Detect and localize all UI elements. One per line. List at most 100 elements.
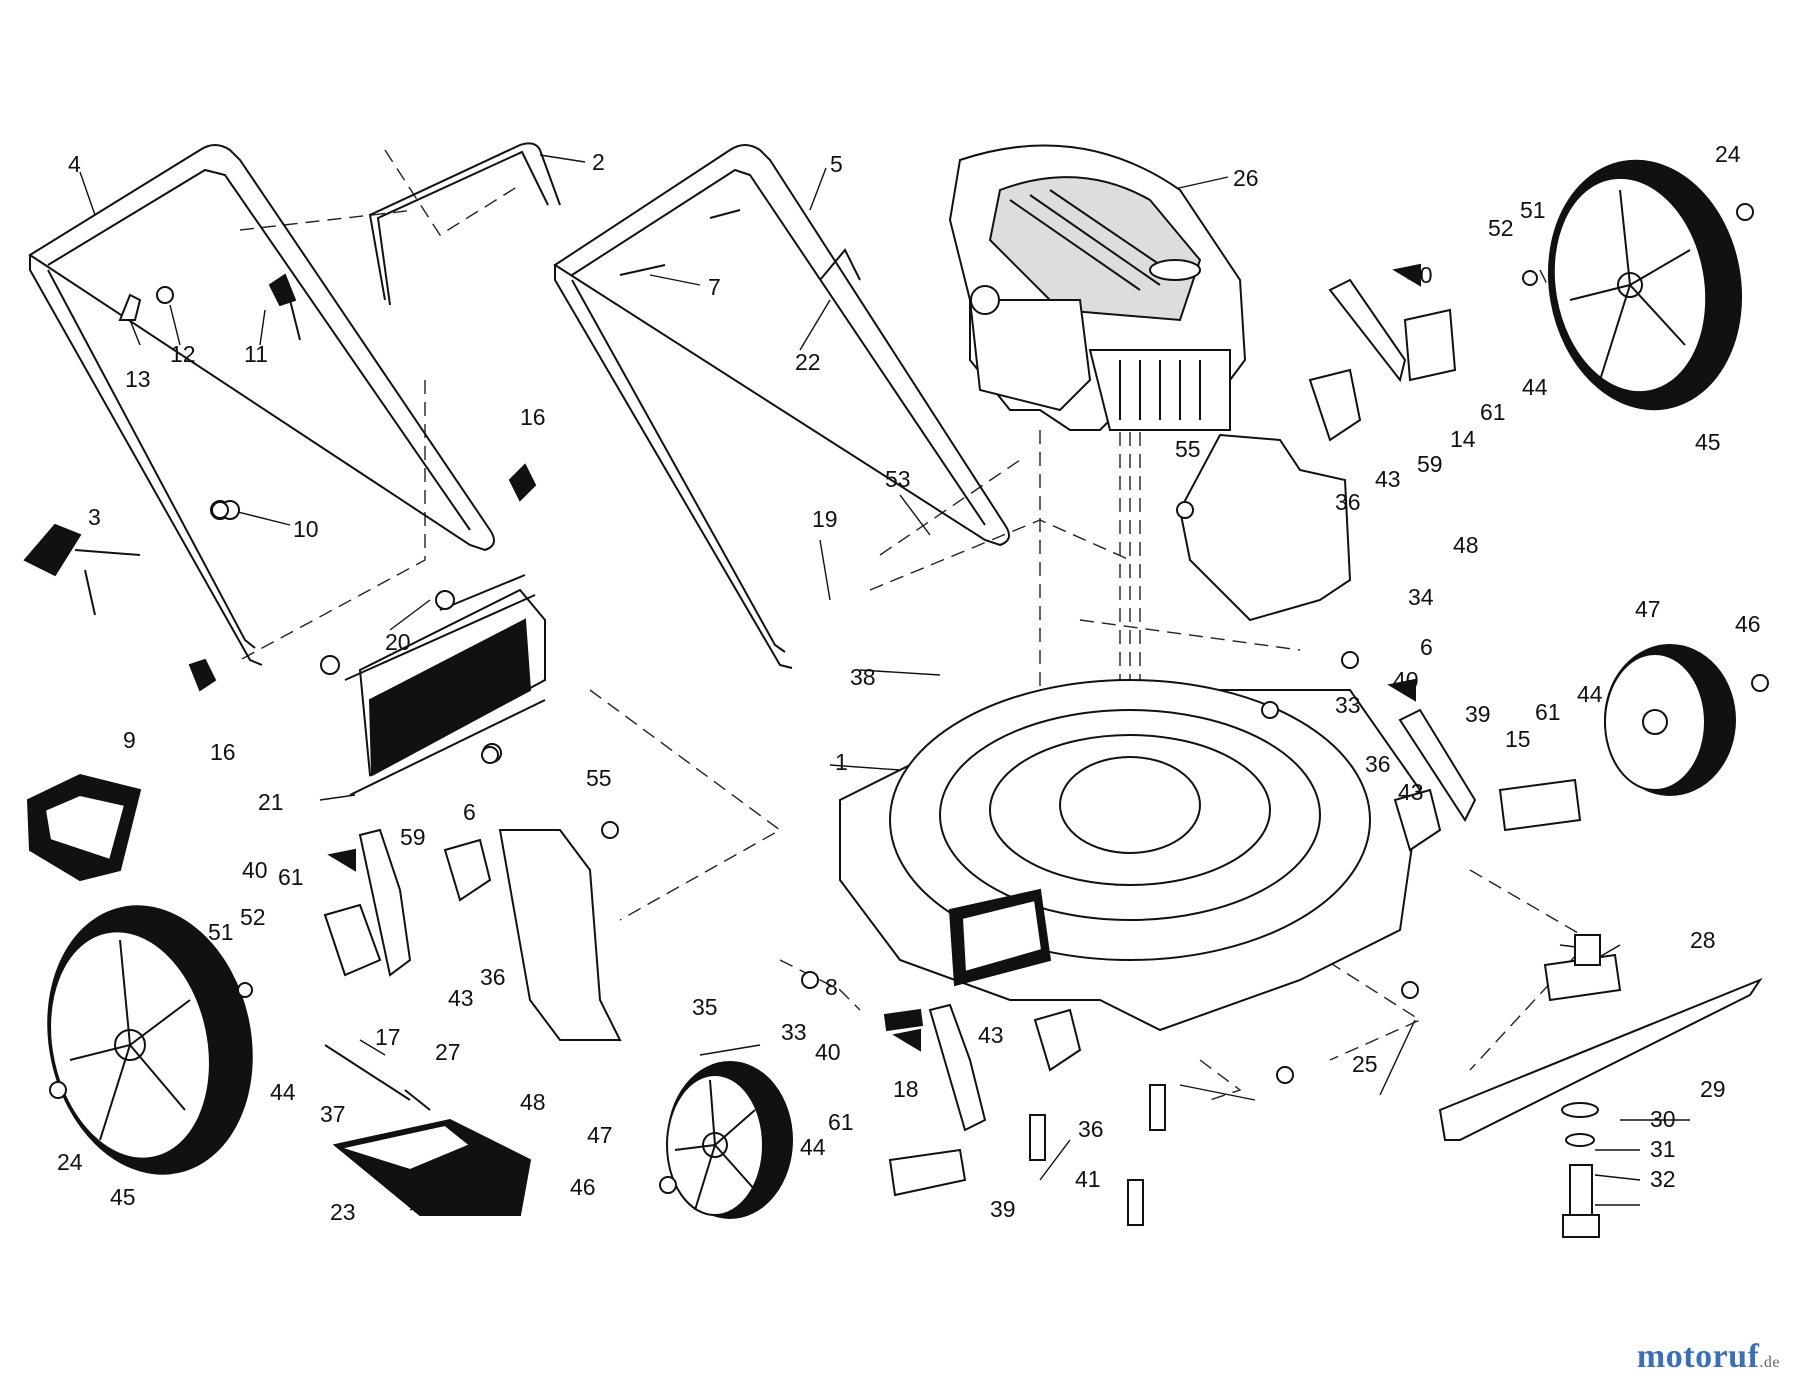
- part-label: 27: [435, 1039, 461, 1065]
- rear-wheel-left: [47, 905, 253, 1175]
- part-label: 28: [1690, 927, 1716, 953]
- part-label: 33: [1335, 692, 1361, 718]
- part-label: 46: [570, 1174, 596, 1200]
- height-adjusters: [323, 278, 1582, 1197]
- part-label: 33: [781, 1019, 807, 1045]
- part-label: 44: [800, 1134, 826, 1160]
- part-label: 24: [1715, 141, 1741, 167]
- part-label: 55: [586, 765, 612, 791]
- part-label: 48: [1453, 532, 1479, 558]
- part-label: 7: [708, 274, 721, 300]
- part-label: 11: [244, 341, 268, 367]
- part-label: 32: [1650, 1166, 1676, 1192]
- part-label: 47: [587, 1122, 613, 1148]
- front-wheel-right: [1604, 644, 1736, 796]
- mower-deck: [839, 679, 1422, 1032]
- watermark-brand: motoruf: [1636, 1338, 1760, 1375]
- small-hardware: [118, 209, 861, 520]
- part-label: 37: [320, 1101, 346, 1127]
- part-label: 36: [480, 964, 506, 990]
- part-label: 61: [1535, 699, 1561, 725]
- part-label: 15: [1505, 726, 1531, 752]
- handle-cover: [26, 773, 142, 882]
- part-label: 16: [210, 739, 236, 765]
- part-label: 23: [330, 1199, 356, 1225]
- part-label: 20: [385, 629, 411, 655]
- control-bail: [368, 142, 561, 306]
- part-label: 14: [1450, 426, 1476, 452]
- part-label: 43: [448, 985, 474, 1011]
- part-label: 45: [110, 1184, 136, 1210]
- knob-16: [188, 463, 537, 692]
- part-label: 38: [850, 664, 876, 690]
- front-wheel-center: [666, 1061, 793, 1219]
- part-label: 47: [1635, 596, 1661, 622]
- part-label: 43: [1375, 466, 1401, 492]
- part-label: 40: [1407, 262, 1433, 288]
- part-label: 59: [1417, 451, 1443, 477]
- part-label: 16: [520, 404, 546, 430]
- part-label: 51: [208, 919, 234, 945]
- part-label: 25: [1352, 1051, 1378, 1077]
- watermark-logo: motoruf.de: [1637, 1338, 1780, 1376]
- part-label: 44: [270, 1079, 296, 1105]
- part-label: 44: [1522, 374, 1548, 400]
- part-label: 43: [1398, 779, 1424, 805]
- upper-handle-right: [553, 144, 1010, 669]
- part-labels: 1 2 3 4 5 6 6 6 7 8 9 10 11 12 13 14 15 …: [57, 141, 1761, 1225]
- part-label: 10: [293, 516, 319, 542]
- part-label: 61: [1480, 399, 1506, 425]
- part-label: 39: [990, 1196, 1016, 1222]
- part-label: 61: [278, 864, 304, 890]
- part-label: 9: [123, 727, 136, 753]
- part-label: 53: [885, 466, 911, 492]
- part-label: 35: [692, 994, 718, 1020]
- part-label: 22: [795, 349, 821, 375]
- engine: [948, 144, 1247, 431]
- handle-knob: [23, 523, 141, 616]
- part-label: 43: [978, 1022, 1004, 1048]
- part-label: 36: [1335, 489, 1361, 515]
- rear-door: [320, 574, 546, 796]
- part-label: 21: [258, 789, 284, 815]
- part-label: 40: [242, 857, 268, 883]
- part-label: 46: [1735, 611, 1761, 637]
- part-label: 2: [592, 149, 605, 175]
- part-label: 36: [1365, 751, 1391, 777]
- part-label: 51: [1520, 197, 1546, 223]
- part-label: 30: [1650, 1106, 1676, 1132]
- rear-wheel-right: [1547, 159, 1743, 411]
- leader-lines: [79, 154, 1690, 1211]
- part-label: 59: [400, 824, 426, 850]
- part-label: 6: [1420, 634, 1433, 660]
- part-label: 6: [463, 799, 476, 825]
- part-label: 40: [815, 1039, 841, 1065]
- part-label: 12: [170, 341, 196, 367]
- part-label: 13: [125, 366, 151, 392]
- part-label: 26: [1233, 165, 1259, 191]
- part-label: 31: [1650, 1136, 1676, 1162]
- blade-assembly: [1438, 934, 1763, 1238]
- fasteners: [49, 203, 1769, 1226]
- part-label: 29: [1700, 1076, 1726, 1102]
- part-label: 52: [240, 904, 266, 930]
- part-label: 36: [1078, 1116, 1104, 1142]
- part-label: 5: [830, 151, 843, 177]
- part-label: 24: [57, 1149, 83, 1175]
- part-label: 4: [68, 151, 81, 177]
- mulch-plug: [324, 1044, 532, 1216]
- watermark-tld: .de: [1759, 1354, 1780, 1371]
- part-label: 1: [835, 749, 848, 775]
- part-label: 41: [1075, 1166, 1101, 1192]
- part-label: 18: [893, 1076, 919, 1102]
- part-label: 55: [1175, 436, 1201, 462]
- part-label: 52: [1488, 215, 1514, 241]
- part-label: 34: [1408, 584, 1434, 610]
- part-label: 39: [1465, 701, 1491, 727]
- part-label: 45: [1695, 429, 1721, 455]
- part-label: 40: [1393, 667, 1419, 693]
- part-label: 19: [812, 506, 838, 532]
- part-label: 17: [375, 1024, 401, 1050]
- part-label: 8: [825, 974, 838, 1000]
